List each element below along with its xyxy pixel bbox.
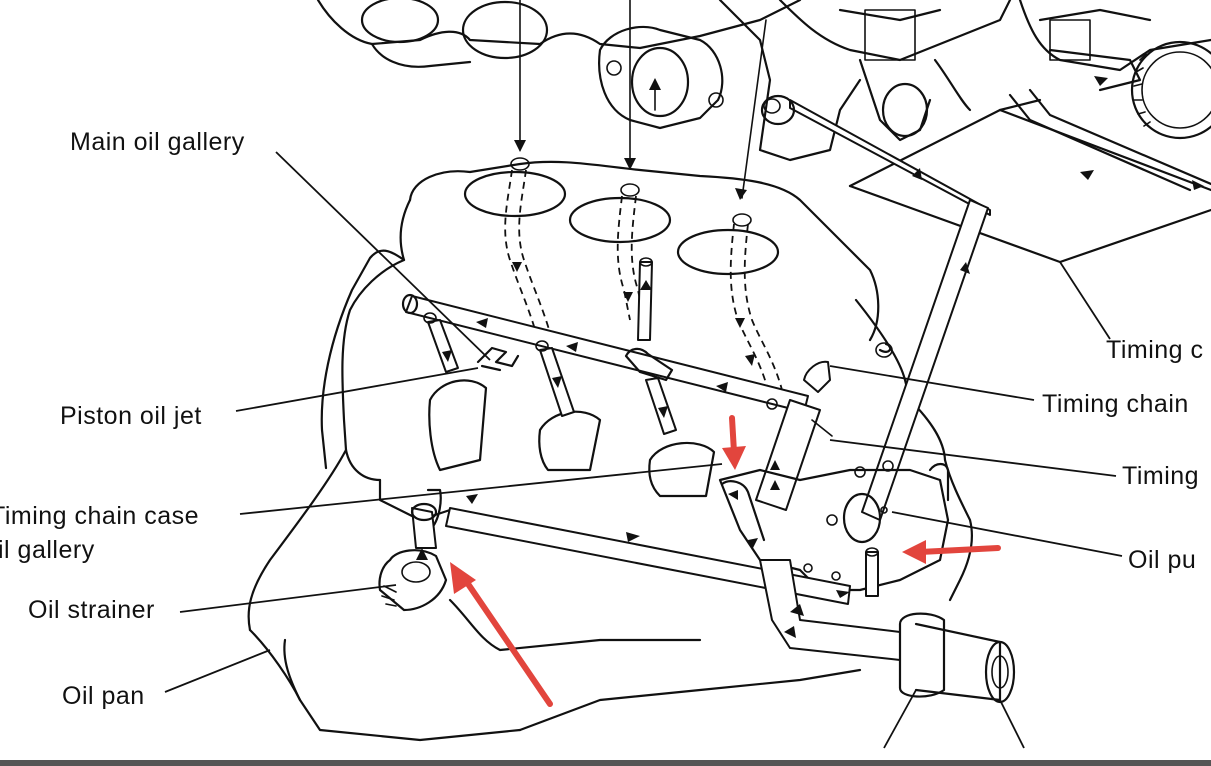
highlight-arrows	[450, 415, 1001, 707]
label-timing-chain: Timing chain	[1042, 390, 1189, 418]
labels: Main oil gallery Piston oil jet Timing c…	[0, 128, 1204, 766]
cylinder-block-drawing	[247, 160, 974, 742]
red-arrow-oil-strainer	[461, 575, 553, 707]
label-timing-chain-case: Timing chain case	[0, 502, 199, 530]
red-arrow-oil-strainer-head	[450, 562, 476, 594]
leader-lines	[164, 151, 1123, 749]
label-oil-pan: Oil pan	[62, 682, 145, 710]
oil-passages	[504, 0, 783, 391]
label-timing-top: Timing c	[1106, 336, 1204, 364]
label-timing-chain-case-gallery: il gallery	[0, 536, 95, 564]
bottom-edge-bar	[0, 760, 1211, 766]
label-oil-pump: Oil pu	[1128, 546, 1196, 574]
red-arrow-timing-case-head	[722, 446, 746, 470]
oil-pickup-and-filter	[378, 488, 1016, 704]
label-main-oil-gallery: Main oil gallery	[70, 128, 245, 156]
cylinder-head-drawing	[316, 0, 1211, 264]
timing-chain-case-gallery	[718, 168, 989, 597]
main-oil-gallery-pipe	[401, 293, 809, 435]
red-arrow-timing-case	[729, 415, 737, 455]
label-timing-mid: Timing	[1122, 462, 1199, 490]
label-oil-strainer: Oil strainer	[28, 596, 155, 624]
red-arrow-oil-pump	[917, 545, 1001, 555]
label-piston-oil-jet: Piston oil jet	[60, 402, 202, 430]
red-arrow-oil-pump-head	[902, 540, 926, 564]
